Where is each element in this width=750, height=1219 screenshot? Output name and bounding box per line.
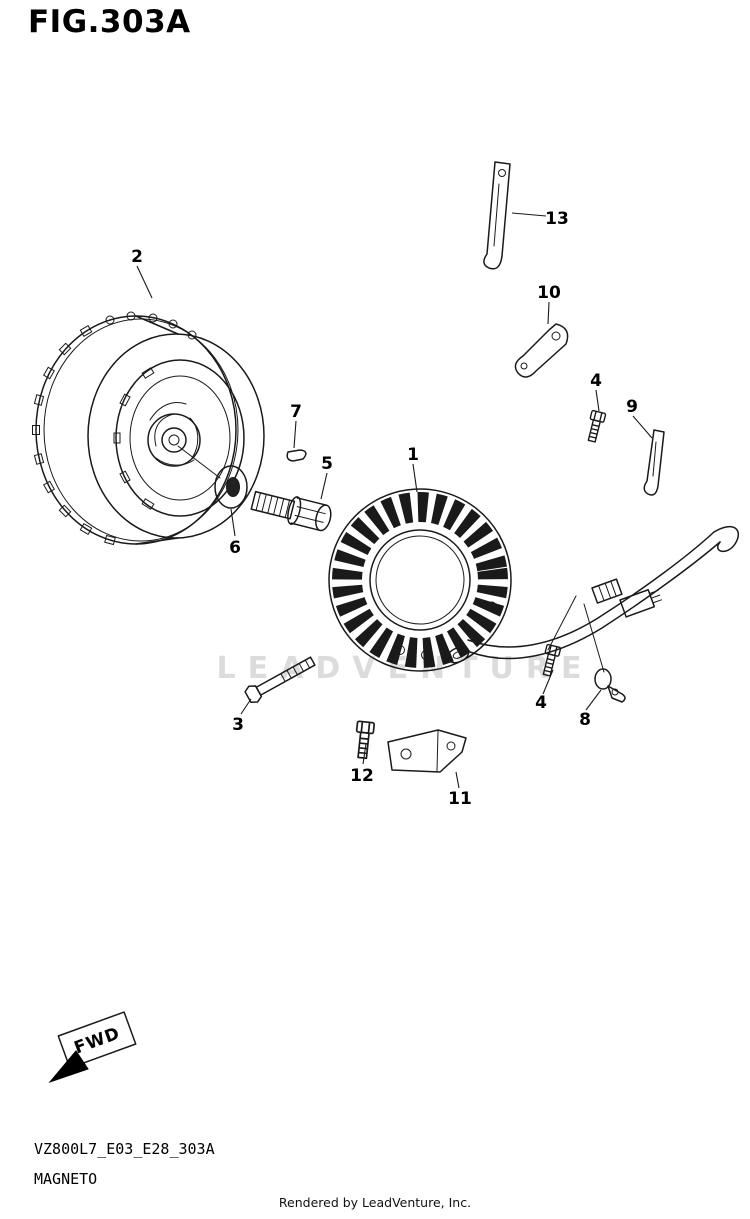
callout-numbers: 2 13 10 4 9 7 5 1 6 3 12 11 4 8 [131,209,638,809]
flywheel-rotor-part2 [32,311,265,546]
callout-13: 13 [545,209,569,229]
callout-3: 3 [232,715,244,735]
callout-7: 7 [290,402,302,422]
callout-6: 6 [229,538,241,558]
footer-rendered-by: Rendered by LeadVenture, Inc. [278,1195,472,1210]
footer-part-code: VZ800L7_E03_E28_303A [34,1140,215,1158]
bolt-part5 [250,490,332,532]
footer-part-name: MAGNETO [34,1170,98,1188]
bracket-part11 [387,729,467,773]
callout-4a: 4 [590,371,602,391]
callout-1: 1 [407,445,419,465]
fwd-arrow: FWD [48,1011,137,1084]
figure-title: FIG.303A [28,4,191,40]
plate-part9 [643,429,665,496]
wire-grommet [446,646,470,664]
bolt-part3 [244,656,316,703]
callout-10: 10 [537,283,561,303]
callout-11: 11 [448,789,472,809]
callout-8: 8 [579,710,591,730]
fwd-arrowhead [48,1050,89,1084]
callout-9: 9 [626,397,638,417]
washer-part6 [214,465,248,509]
bracket-part10 [514,323,569,378]
callout-5: 5 [321,454,333,474]
clamp-part8 [594,668,626,703]
stator-mount-holes [395,601,497,660]
callout-12: 12 [350,766,374,786]
callout-4b: 4 [535,693,547,713]
screw-part4-upper [584,409,607,444]
callout-leaders [136,212,653,789]
wire-harness [467,526,740,673]
stay-part13 [483,161,511,270]
callout-2: 2 [131,247,143,267]
key-part7 [286,449,307,462]
